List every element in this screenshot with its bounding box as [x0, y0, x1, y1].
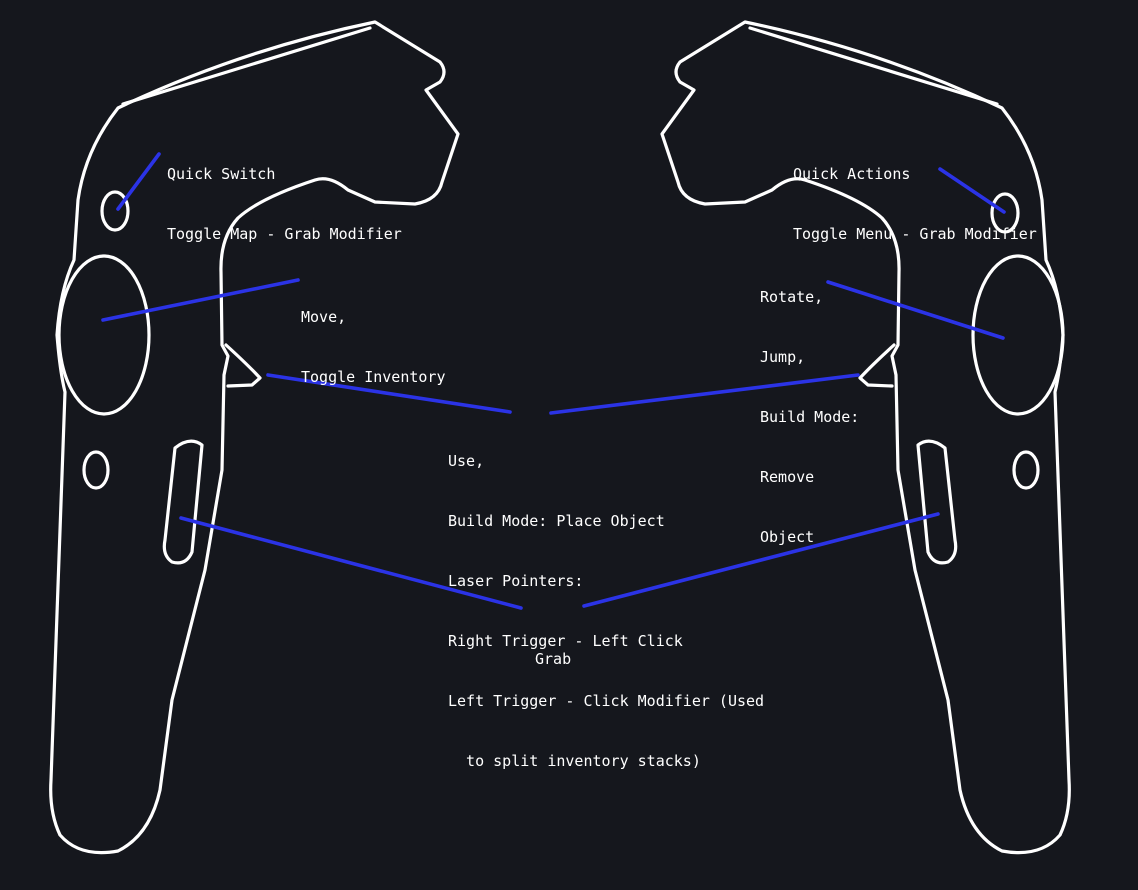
label-use: Use, Build Mode: Place Object Laser Poin…	[448, 452, 765, 770]
leader-lines	[101, 152, 1006, 610]
right-grip	[916, 439, 958, 565]
right-top-edge-line	[748, 26, 999, 106]
right-menu-button	[990, 192, 1020, 234]
right-controller-body	[660, 20, 1071, 855]
label-quick-actions: Quick Actions Toggle Menu - Grab Modifie…	[793, 165, 1037, 243]
leader-quick-actions	[938, 167, 1006, 214]
label-quick-switch: Quick Switch Toggle Map - Grab Modifier	[167, 165, 402, 243]
left-trigger	[224, 343, 262, 388]
left-controller-body	[49, 20, 460, 855]
right-trigger	[858, 343, 896, 388]
right-trackpad	[971, 254, 1065, 416]
right-controller	[660, 20, 1071, 855]
leader-grab-left	[179, 516, 523, 610]
left-top-edge-line	[121, 26, 372, 106]
leader-use-left	[266, 373, 512, 414]
label-rotate: Rotate, Jump, Build Mode: Remove Object	[760, 288, 860, 546]
left-grip	[162, 439, 204, 565]
label-move: Move, Toggle Inventory	[301, 308, 446, 386]
right-system-button	[1012, 450, 1040, 490]
left-trackpad	[57, 254, 151, 416]
leader-rotate	[826, 280, 1005, 340]
leader-use-right	[549, 373, 860, 415]
leader-move	[101, 278, 300, 322]
left-controller	[49, 20, 460, 855]
left-menu-button	[100, 190, 130, 232]
leader-quick-switch	[116, 152, 161, 211]
leader-grab-right	[582, 512, 940, 608]
left-system-button	[82, 450, 110, 490]
label-grab: Grab	[535, 650, 572, 668]
